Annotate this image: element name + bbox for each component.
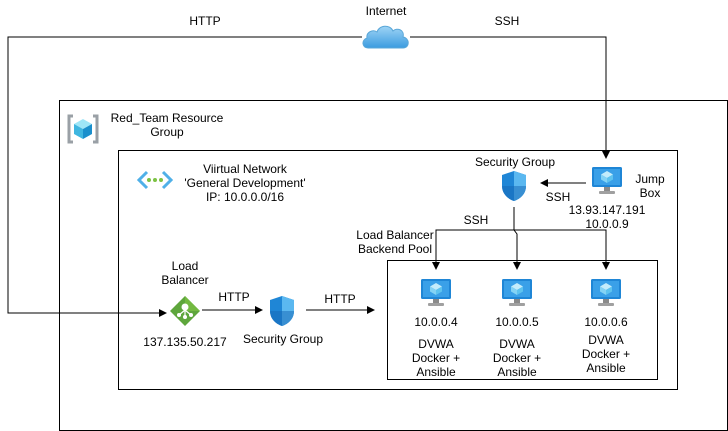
vnet-label-line3: IP: 10.0.0.0/16 [205,190,285,204]
vm-icon [420,278,452,308]
ssh-jumpbox-label: SSH [545,190,571,204]
vm-desc-line3: Ansible [416,365,456,379]
vm-icon [590,278,622,308]
virtual-network-icon [136,170,174,190]
vm-desc-line3: Ansible [497,365,537,379]
vm-desc-line1: DVWA [588,333,624,347]
ssh-pool-label: SSH [463,213,489,227]
jumpbox-vm-icon [591,166,623,196]
backend-pool-box [387,260,658,380]
vm-desc-line1: DVWA [418,337,454,351]
backend-pool-label-line2: Backend Pool [357,242,433,256]
vnet-label-line1: Viirtual Network [203,162,287,176]
load-balancer-icon [169,295,201,327]
ssh-sg-to-vm3-line [514,229,610,270]
vm-ip: 10.0.0.5 [495,315,539,329]
jumpbox-private-ip: 10.0.0.9 [585,217,629,231]
jumpbox-name-line2: Box [639,186,661,200]
sg-http-label: HTTP [324,292,356,306]
lb-http-label: HTTP [218,290,250,304]
resource-group-label-line2: Group [150,125,184,139]
internet-label: Internet [365,4,407,18]
resource-group-icon [67,114,99,144]
load-balancer-label-line1: Load [171,259,199,273]
load-balancer-ip: 137.135.50.217 [143,335,227,349]
virtual-network-box [118,150,678,390]
vm-ip: 10.0.0.6 [584,315,628,329]
cloud-icon [360,22,412,52]
vnet-label-line2: 'General Development' [184,176,306,190]
internet-ssh-label: SSH [494,14,520,28]
ssh-internet-to-jumpbox-line [410,36,610,159]
ssh-sg-to-vm2-line [513,207,521,270]
vm-desc-line1: DVWA [499,337,535,351]
http-internet-to-lb-line [7,36,362,317]
load-balancer-label-line2: Balancer [161,273,209,287]
internet-http-label: HTTP [189,14,221,28]
vm-desc-line3: Ansible [586,361,626,375]
vm-desc-line2: Docker + [492,351,542,365]
resource-group-label-line1: Red_Team Resource [110,111,224,125]
vm-icon [501,278,533,308]
security-group-mid-label: Security Group [242,332,324,346]
vm-ip: 10.0.0.4 [414,315,458,329]
security-group-top-label: Security Group [474,155,556,169]
jumpbox-public-ip: 13.93.147.191 [568,203,646,217]
backend-pool-label-line1: Load Balancer [356,228,434,242]
vm-desc-line2: Docker + [411,351,461,365]
vm-desc-line2: Docker + [581,347,631,361]
shield-icon-mid [269,295,295,327]
jumpbox-name-line1: Jump [635,172,665,186]
shield-icon [501,170,527,202]
